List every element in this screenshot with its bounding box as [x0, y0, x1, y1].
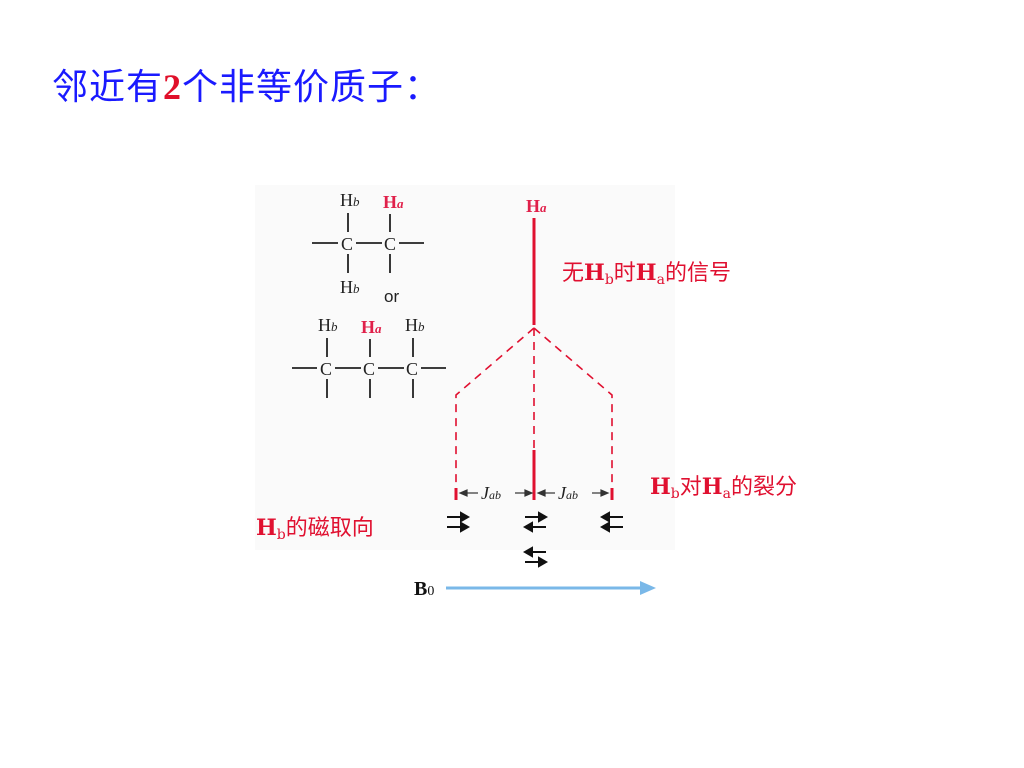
atom-h: Hb: [405, 315, 425, 335]
coupling-dimension: [458, 489, 610, 497]
atom-c: C: [320, 359, 332, 379]
title-number: 2: [163, 67, 183, 107]
splitting-dashes: [455, 327, 613, 490]
atom-c: C: [341, 234, 353, 254]
page-title: 邻近有2个非等价质子：: [52, 67, 442, 108]
atom-ha: Ha: [361, 317, 382, 337]
annotation-hb-splitting: Hb对Ha的裂分: [650, 474, 797, 502]
atom-h: Hb: [340, 277, 360, 297]
or-label: or: [384, 287, 399, 306]
atom-h: Hb: [318, 315, 338, 335]
atom-h: Hb: [340, 190, 360, 210]
atom-c: C: [406, 359, 418, 379]
atom-c: C: [384, 234, 396, 254]
figure-background: [255, 185, 675, 550]
annotation-no-hb-signal: 无Hb时Ha的信号: [562, 260, 731, 288]
structure-ethyl: Hb Ha C C Hb or: [312, 190, 424, 306]
atom-ha: Ha: [383, 192, 404, 212]
b0-label: B0: [414, 578, 434, 600]
spectrum-ha-label: Ha: [526, 196, 547, 216]
j-ab-label: Jab: [481, 483, 501, 503]
atom-c: C: [363, 359, 375, 379]
b0-arrow-head: [640, 581, 656, 595]
spin-arrows: [447, 511, 623, 568]
annotation-hb-orientation: Hb的磁取向: [256, 515, 374, 543]
structure-propyl: Hb Ha Hb C C C: [292, 315, 446, 398]
j-ab-label: Jab: [558, 483, 578, 503]
